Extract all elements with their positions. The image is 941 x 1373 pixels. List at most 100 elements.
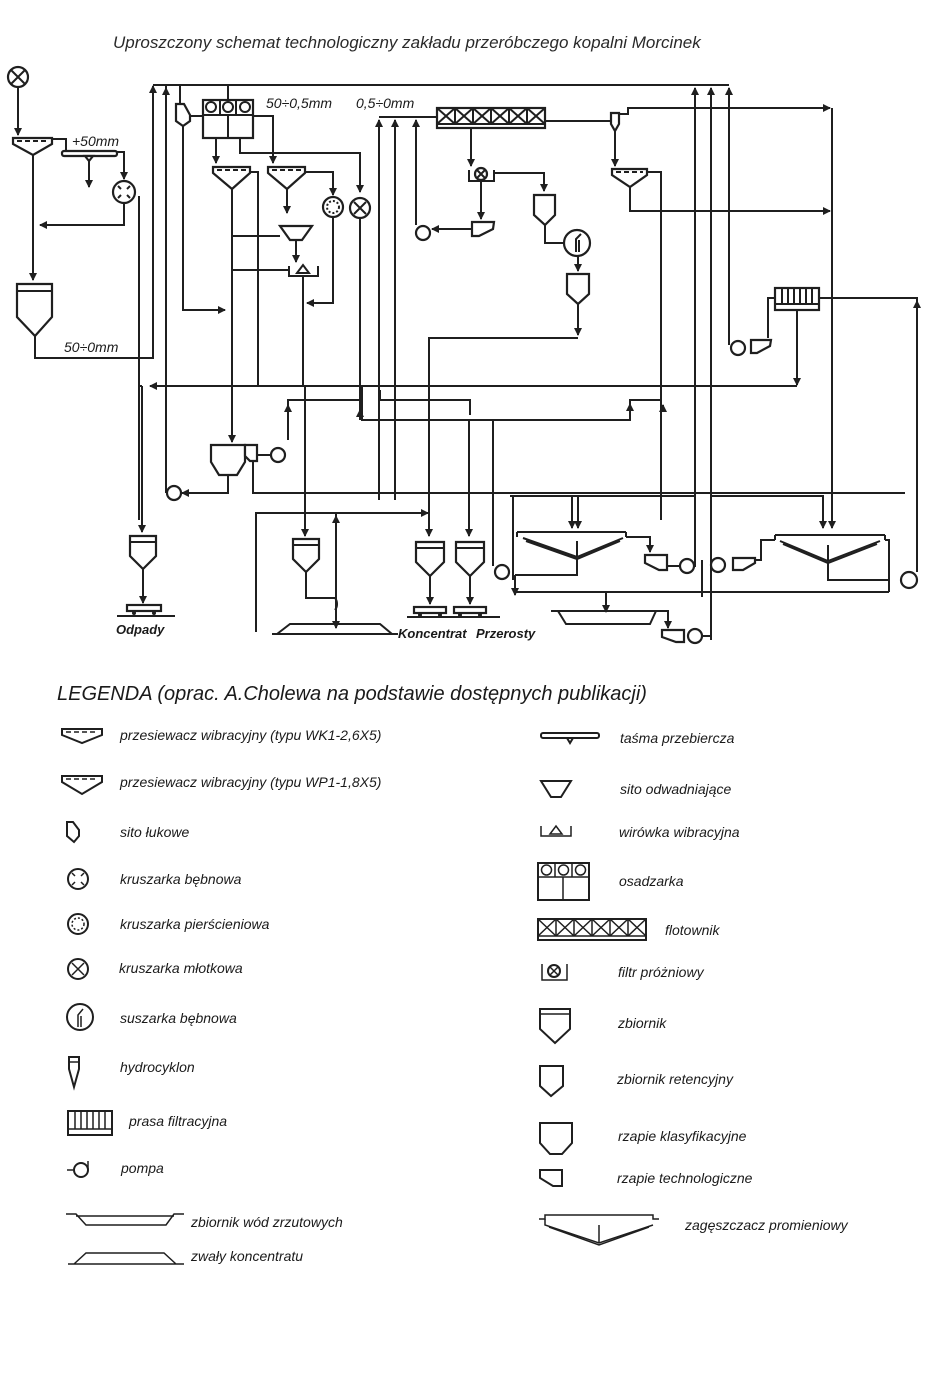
process-sump-thickener-1 xyxy=(643,553,669,572)
concentrate-stockpile-icon xyxy=(68,1252,184,1265)
flow-line xyxy=(380,399,471,415)
flow-line xyxy=(626,536,654,553)
pump-thickener-1 xyxy=(678,557,696,575)
process-sump-icon xyxy=(539,1169,563,1187)
bunker-concentrate xyxy=(414,540,446,578)
wagon-waste xyxy=(117,603,175,617)
flow-line xyxy=(694,520,696,567)
wagons-concentrate-middlings xyxy=(407,605,500,618)
flow-line xyxy=(494,172,548,192)
retention-bunker-icon xyxy=(539,1065,564,1098)
flow-line xyxy=(885,539,890,592)
pump-icon xyxy=(67,1161,89,1178)
flow-line xyxy=(664,610,672,629)
radial-thickener-1 xyxy=(516,531,627,561)
diagram-title: Uproszczony schemat technologiczny zakła… xyxy=(113,33,701,52)
flow-line xyxy=(647,171,662,520)
flow-line xyxy=(515,558,578,576)
label-50-05mm: 50÷0,5mm xyxy=(266,95,332,111)
filter-press-icon xyxy=(67,1110,113,1136)
flotation-cell xyxy=(435,106,547,130)
pump-classifying-2 xyxy=(165,484,183,502)
process-sump-filter-press xyxy=(749,338,773,355)
radial-thickener-2 xyxy=(774,534,886,565)
classifying-sump xyxy=(209,443,259,477)
flow-line xyxy=(52,138,67,152)
flow-line xyxy=(39,203,125,229)
flow-line xyxy=(619,107,822,115)
flow-line xyxy=(702,626,712,637)
flow-line xyxy=(544,225,565,244)
retention-bunker-2 xyxy=(565,272,591,306)
label-50-0mm: 50÷0mm xyxy=(64,339,119,355)
vibrating-centrifuge xyxy=(288,263,319,277)
process-sump-tailings xyxy=(660,628,686,644)
flow-line xyxy=(629,399,661,420)
flow-line xyxy=(827,562,889,581)
concentrate-stockpile xyxy=(272,623,398,635)
sieve-bend xyxy=(174,102,192,128)
flow-line xyxy=(767,297,775,338)
drum-crusher xyxy=(111,179,137,205)
legend-title: LEGENDA (oprac. A.Cholewa na podstawie d… xyxy=(57,683,647,705)
flotation-cell-icon xyxy=(537,918,647,941)
pump-classifying xyxy=(269,446,287,464)
dewatering-screen-icon xyxy=(539,780,573,798)
tailings-water-tank-icon xyxy=(66,1213,184,1226)
classifying-sump-icon xyxy=(539,1122,573,1155)
drum-crusher-icon xyxy=(67,868,89,890)
ring-crusher xyxy=(321,195,345,219)
flow-line xyxy=(428,337,578,500)
flow-line xyxy=(755,539,775,561)
bunker-middlings xyxy=(454,540,486,578)
pump-thickener-2 xyxy=(709,556,727,574)
flow-line xyxy=(819,297,918,321)
flow-line xyxy=(253,115,277,164)
pump-flotation xyxy=(414,224,432,242)
flow-line xyxy=(287,385,363,440)
process-sump-flotation xyxy=(470,220,496,238)
retention-bunker-1 xyxy=(532,193,557,227)
flow-line xyxy=(117,151,128,180)
vibrating-screen-wp1-icon xyxy=(61,775,103,796)
ring-crusher-icon xyxy=(67,913,89,935)
picking-belt xyxy=(60,149,119,163)
bunker-waste xyxy=(128,534,158,571)
flow-line xyxy=(361,395,631,421)
pump-tailings xyxy=(686,627,704,645)
hammer-crusher-feed xyxy=(6,65,30,89)
jig-icon xyxy=(537,862,590,901)
label-przerosty: Przerosty xyxy=(476,626,536,641)
flow-line xyxy=(250,171,259,385)
vibrating-screen-main xyxy=(11,136,54,157)
label-koncentrat: Koncentrat xyxy=(398,626,467,641)
flow-line xyxy=(629,187,822,212)
flow-line xyxy=(711,495,827,529)
bunker-middle xyxy=(291,537,321,574)
vibrating-screen-1 xyxy=(211,165,252,191)
label-odpady: Odpady xyxy=(116,622,165,637)
flow-line xyxy=(182,126,226,314)
radial-thickener-icon xyxy=(539,1214,659,1246)
tailings-water-tank xyxy=(551,610,665,625)
vibrating-screen-fines xyxy=(610,167,649,189)
drum-dryer xyxy=(562,228,592,258)
process-flow-diagram: +50mm 50÷0mm 50÷0,5mm xyxy=(6,65,921,645)
vacuum-filter xyxy=(468,166,495,182)
label-plus-50mm: +50mm xyxy=(72,133,119,149)
label-05-0mm: 0,5÷0mm xyxy=(356,95,415,111)
pump-thickener-1-in xyxy=(493,563,511,581)
dewatering-screen xyxy=(277,224,315,242)
vibrating-screen-wk1-icon xyxy=(61,728,103,745)
drum-dryer-icon xyxy=(66,1003,94,1031)
flow-line xyxy=(306,217,334,307)
flow-line xyxy=(305,171,337,196)
jig xyxy=(201,98,255,140)
vibrating-centrifuge-icon xyxy=(540,824,572,837)
bunker-icon xyxy=(539,1008,571,1045)
flow-line xyxy=(255,512,425,632)
hammer-crusher xyxy=(348,196,372,220)
flow-line xyxy=(305,572,339,611)
pump-filter-press xyxy=(729,339,747,357)
pump-thickener-2-out xyxy=(899,570,919,590)
